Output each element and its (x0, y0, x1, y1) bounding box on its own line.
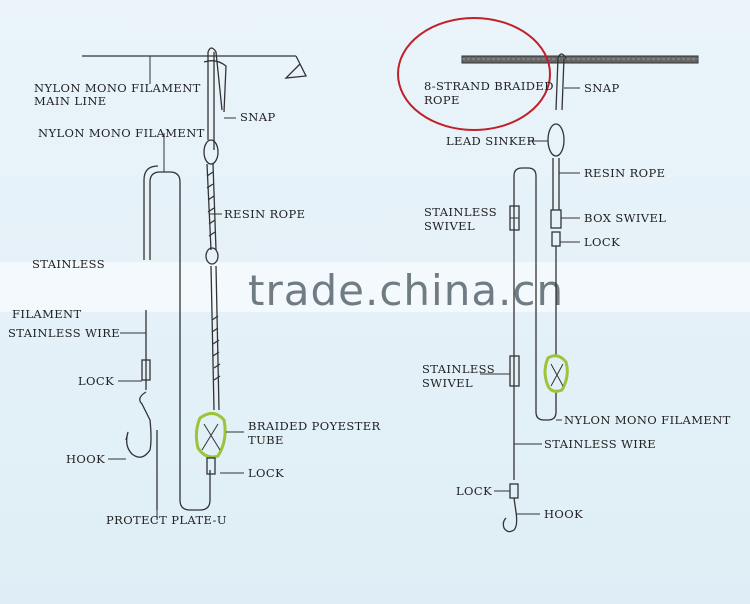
highlight-circle (397, 17, 551, 131)
left-snap-crimp (203, 139, 219, 165)
label-stainless-swivel-1a: STAINLESS (424, 205, 497, 219)
left-labels: NYLON MONO FILAMENT MAIN LINE SNAP NYLON… (8, 81, 381, 527)
label-snap-left: SNAP (240, 110, 276, 124)
left-ring (205, 247, 219, 265)
left-leader-lines (108, 56, 244, 520)
left-snap (203, 47, 227, 150)
left-main-line-end (284, 55, 308, 79)
label-filament: FILAMENT (12, 307, 82, 321)
right-nylon-loop (513, 167, 557, 480)
label-lead-sinker: LEAD SINKER (446, 134, 536, 148)
right-box-swivel (550, 209, 562, 229)
label-stainless-wire-right: STAINLESS WIRE (544, 437, 656, 451)
label-stainless-swivel-2b: SWIVEL (422, 376, 473, 390)
label-nylon-filament-left: NYLON MONO FILAMENT (38, 126, 205, 140)
right-hook-shape (502, 497, 518, 533)
left-rig (82, 47, 308, 511)
watermark-band (0, 262, 750, 312)
left-hook-shape (125, 391, 152, 458)
label-resin-rope-left: RESIN ROPE (224, 207, 305, 221)
label-braided-tube-1: BRAIDED POYESTER (248, 419, 381, 433)
right-lead-sinker (547, 123, 565, 157)
right-resin-rope (552, 158, 560, 210)
label-nylon-filament-right: NYLON MONO FILAMENT (564, 413, 731, 427)
label-stainless-swivel-1b: SWIVEL (424, 219, 475, 233)
left-braided-tube-core (201, 423, 221, 451)
left-upper-lock (141, 359, 151, 381)
right-leader-lines (480, 87, 580, 515)
label-lock-upper-left: LOCK (78, 374, 114, 388)
left-nylon-outer (143, 165, 159, 260)
left-resin-rope-lower-twist (211, 315, 221, 381)
left-nylon-loop (149, 171, 211, 511)
label-stainless-wire-left: STAINLESS WIRE (8, 326, 120, 340)
label-stainless-partial: STAINLESS (32, 257, 105, 271)
label-braided-rope-2: ROPE (424, 93, 460, 107)
label-box-swivel: BOX SWIVEL (584, 211, 666, 225)
left-resin-rope-twist (206, 171, 216, 237)
left-resin-rope (206, 163, 217, 251)
label-main-line: NYLON MONO FILAMENT (34, 81, 201, 95)
label-hook-right: HOOK (544, 507, 583, 521)
right-rig (502, 53, 567, 533)
right-braided-tube-core (550, 363, 564, 387)
left-resin-rope-lower (210, 265, 220, 411)
label-lock-lower-right: LOCK (456, 484, 492, 498)
right-stainless-swivel-lower (509, 355, 520, 387)
label-main-line-2: MAIN LINE (34, 94, 107, 108)
right-braided-tube (543, 354, 569, 393)
right-labels: 8-STRAND BRAIDED ROPE SNAP LEAD SINKER R… (422, 79, 731, 521)
watermark-text: trade.china.cn (248, 266, 564, 315)
label-stainless-swivel-2a: STAINLESS (422, 362, 495, 376)
left-braided-tube (194, 412, 227, 459)
label-snap-right: SNAP (584, 81, 620, 95)
label-braided-tube-2: TUBE (248, 433, 284, 447)
label-resin-rope-right: RESIN ROPE (584, 166, 665, 180)
label-braided-rope-1: 8-STRAND BRAIDED (424, 79, 554, 93)
left-lower-lock (206, 457, 216, 475)
right-snap (555, 53, 567, 111)
label-lock-upper-right: LOCK (584, 235, 620, 249)
right-upper-lock (551, 231, 561, 247)
right-lower-lock (509, 483, 519, 499)
label-protect-plate: PROTECT PLATE-U (106, 513, 227, 527)
label-lock-lower-left: LOCK (248, 466, 284, 480)
label-hook-left: HOOK (66, 452, 105, 466)
